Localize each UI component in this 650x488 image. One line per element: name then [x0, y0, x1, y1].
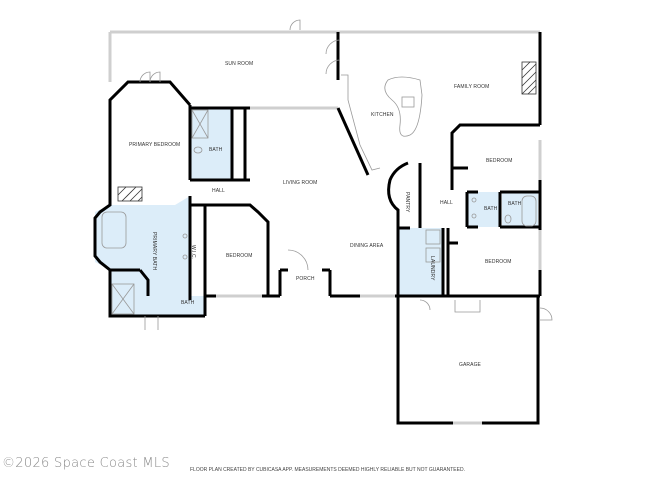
room-label-living-room: LIVING ROOM [283, 180, 318, 186]
room-label-wic: W.I.C. [190, 245, 196, 260]
fireplace [521, 61, 537, 95]
walls [93, 32, 542, 425]
room-label-pantry: PANTRY [404, 192, 410, 213]
room-label-porch: PORCH [296, 276, 315, 282]
copyright-watermark: ©2026 Space Coast MLS [2, 456, 170, 471]
fixtures [101, 19, 553, 330]
room-label-bath-2: BATH [181, 300, 195, 306]
primary-fireplace [117, 186, 143, 202]
room-label-garage: GARAGE [459, 362, 481, 368]
room-label-hall-1: HALL [212, 188, 225, 194]
room-label-bedroom-1: BEDROOM [226, 253, 253, 259]
room-label-laundry: LAUNDRY [429, 256, 435, 281]
room-label-family-room: FAMILY ROOM [454, 84, 490, 90]
room-label-dining-area: DINING AREA [350, 243, 384, 249]
wet-room-fills [95, 108, 538, 316]
room-label-bath-1: BATH [209, 147, 223, 153]
room-label-primary-bedroom: PRIMARY BEDROOM [129, 142, 181, 148]
room-label-bedroom-3: BEDROOM [485, 259, 512, 265]
room-label-bath-3: BATH [484, 206, 498, 212]
room-label-primary-bath: PRIMARY BATH [151, 232, 157, 271]
room-label-hall-2: HALL [440, 200, 453, 206]
room-label-bedroom-2: BEDROOM [486, 158, 513, 164]
room-label-kitchen: KITCHEN [371, 112, 394, 118]
room-label-sun-room: SUN ROOM [225, 61, 254, 67]
disclaimer-text: FLOOR PLAN CREATED BY CUBICASA APP. MEAS… [190, 467, 465, 473]
room-label-bath-4: BATH [508, 201, 522, 207]
